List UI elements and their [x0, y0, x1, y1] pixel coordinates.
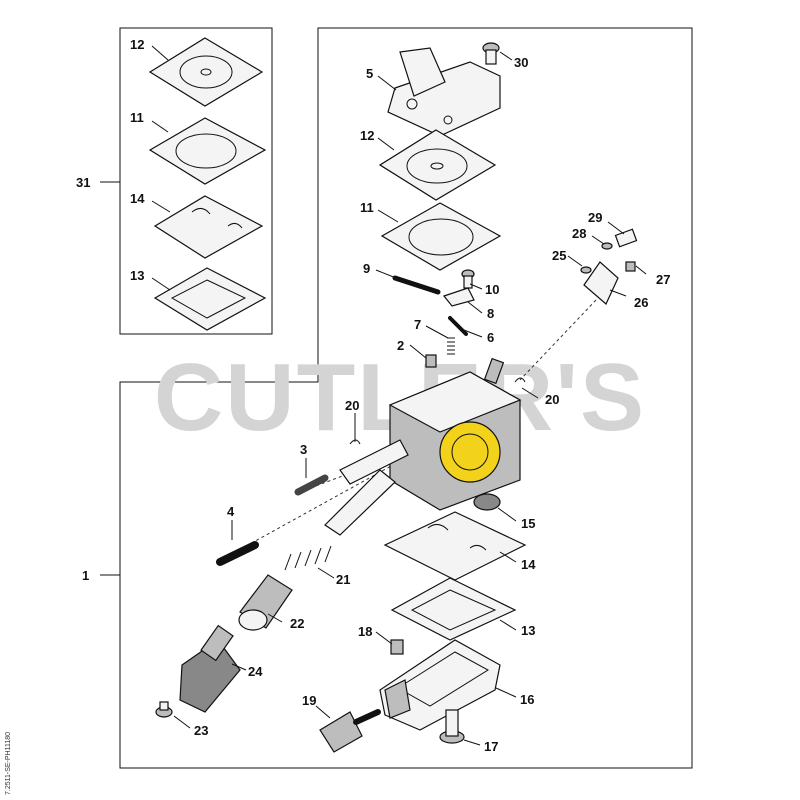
callout-24: 24 [248, 664, 263, 679]
callout-23: 23 [194, 723, 208, 738]
callout-11: 11 [360, 200, 374, 215]
cover-5 [387, 47, 501, 137]
strainer-15 [473, 493, 501, 511]
callout-2: 2 [397, 338, 404, 353]
callout-31: 31 [76, 175, 90, 190]
callout-20-left: 20 [345, 398, 359, 413]
callout-15: 15 [521, 516, 535, 531]
callout-14: 14 [521, 557, 536, 572]
lever-8 [442, 287, 475, 307]
callout-9: 9 [363, 261, 370, 276]
adjuster-22 [238, 574, 293, 631]
kit-diaphragm-12 [148, 37, 264, 107]
callout-kit-12: 12 [130, 37, 144, 52]
callout-7: 7 [414, 317, 421, 332]
gasket-13 [390, 577, 517, 641]
diaphragm-12 [378, 129, 497, 201]
washer-28 [601, 242, 613, 250]
lever-26 [583, 261, 619, 305]
callout-22: 22 [290, 616, 304, 631]
dash-line-throttle [519, 299, 597, 381]
gasket-11 [380, 202, 502, 271]
leader-lines [100, 45, 647, 746]
callout-16: 16 [520, 692, 534, 707]
spring-21 [284, 545, 332, 571]
callout-6: 6 [487, 330, 494, 345]
pump-cover-16 [379, 639, 501, 731]
knob-24 [179, 624, 241, 713]
callout-kit-11: 11 [130, 110, 144, 125]
screw-4 [216, 541, 259, 566]
callout-kit-14: 14 [130, 191, 145, 206]
kit-gasket-13 [153, 267, 267, 331]
clip-20b [514, 377, 526, 383]
callout-1: 1 [82, 568, 89, 583]
screw-30 [482, 42, 500, 65]
dash-line-screw-4 [229, 449, 421, 556]
needle-6 [448, 316, 468, 336]
fitting-upper [339, 439, 409, 485]
callout-30: 30 [514, 55, 528, 70]
callout-10: 10 [485, 282, 499, 297]
fitting-lower [324, 469, 396, 536]
screw-10 [461, 269, 475, 289]
screw-17 [439, 709, 465, 744]
callout-12: 12 [360, 128, 374, 143]
callout-21: 21 [336, 572, 350, 587]
callout-18: 18 [358, 624, 372, 639]
callout-29: 29 [588, 210, 602, 225]
assembly-frame [119, 27, 693, 769]
callout-13: 13 [521, 623, 535, 638]
callout-25: 25 [552, 248, 566, 263]
callout-27: 27 [656, 272, 670, 287]
pin-9 [392, 275, 441, 295]
kit-plate-14 [153, 195, 264, 259]
kit-frame [119, 27, 273, 335]
valve-18 [390, 639, 404, 655]
callout-4: 4 [227, 504, 235, 519]
callout-8: 8 [487, 306, 494, 321]
kit-gasket-11 [148, 117, 267, 185]
callout-26: 26 [634, 295, 648, 310]
callout-28: 28 [572, 226, 586, 241]
document-code: 7.2511-SE-PH11180 [5, 732, 12, 795]
callout-5: 5 [366, 66, 373, 81]
callout-kit-13: 13 [130, 268, 144, 283]
screw-19 [319, 709, 381, 753]
callout-20-right: 20 [545, 392, 559, 407]
part-29 [614, 228, 638, 248]
screw-27 [625, 261, 636, 272]
plug-2 [425, 354, 437, 368]
screw-23 [155, 701, 173, 718]
spring-7 [447, 337, 455, 355]
screw-3 [294, 474, 329, 496]
callout-3: 3 [300, 442, 307, 457]
callout-19: 19 [302, 693, 316, 708]
callout-17: 17 [484, 739, 498, 754]
plate-14 [383, 511, 527, 581]
clip-25 [580, 266, 592, 274]
